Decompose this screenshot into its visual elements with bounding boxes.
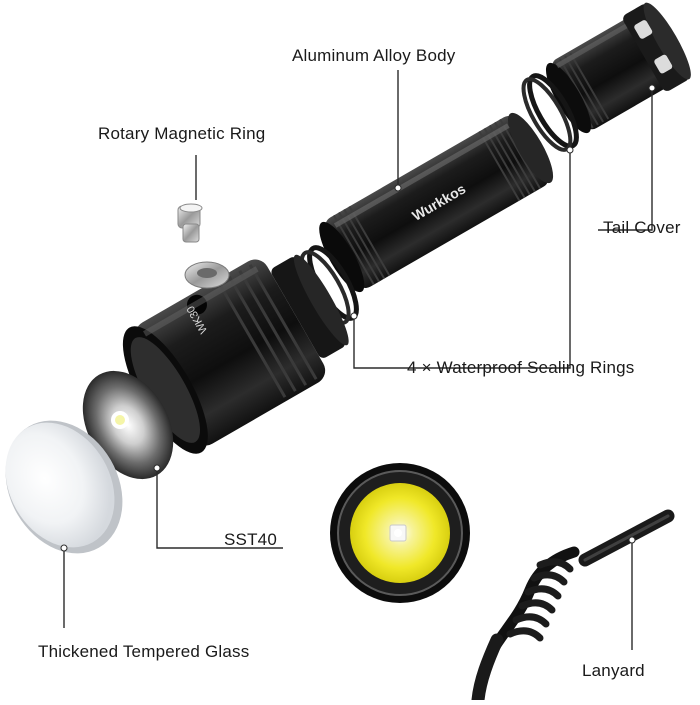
leader-dots: [60, 84, 656, 552]
leader-line-rings: [402, 150, 571, 369]
rotary-magnetic-ring: [177, 203, 230, 289]
leader-line-sst: [156, 468, 283, 549]
label-lanyard: Lanyard: [582, 661, 645, 680]
led-closeup: [330, 463, 470, 603]
label-aluminum-alloy-body: Aluminum Alloy Body: [292, 46, 456, 65]
lanyard: [471, 509, 675, 705]
label-rotary-magnetic-ring: Rotary Magnetic Ring: [98, 124, 266, 143]
leader-line-rings-2: [353, 316, 402, 369]
label-waterproof-sealing-rings: 4 × Waterproof Sealing Rings: [407, 358, 635, 377]
leader-lines: [63, 70, 653, 650]
label-tail-cover: Tail Cover: [603, 218, 681, 237]
tempered-glass: [5, 420, 123, 554]
label-sst40: SST40: [224, 530, 277, 549]
leader-line-tail: [598, 88, 653, 231]
flashlight-head: WK30: [122, 254, 349, 454]
tail-cover: [545, 2, 691, 134]
label-tempered-glass: Thickened Tempered Glass: [38, 642, 250, 661]
aluminum-body: Wurkkos: [319, 112, 554, 293]
